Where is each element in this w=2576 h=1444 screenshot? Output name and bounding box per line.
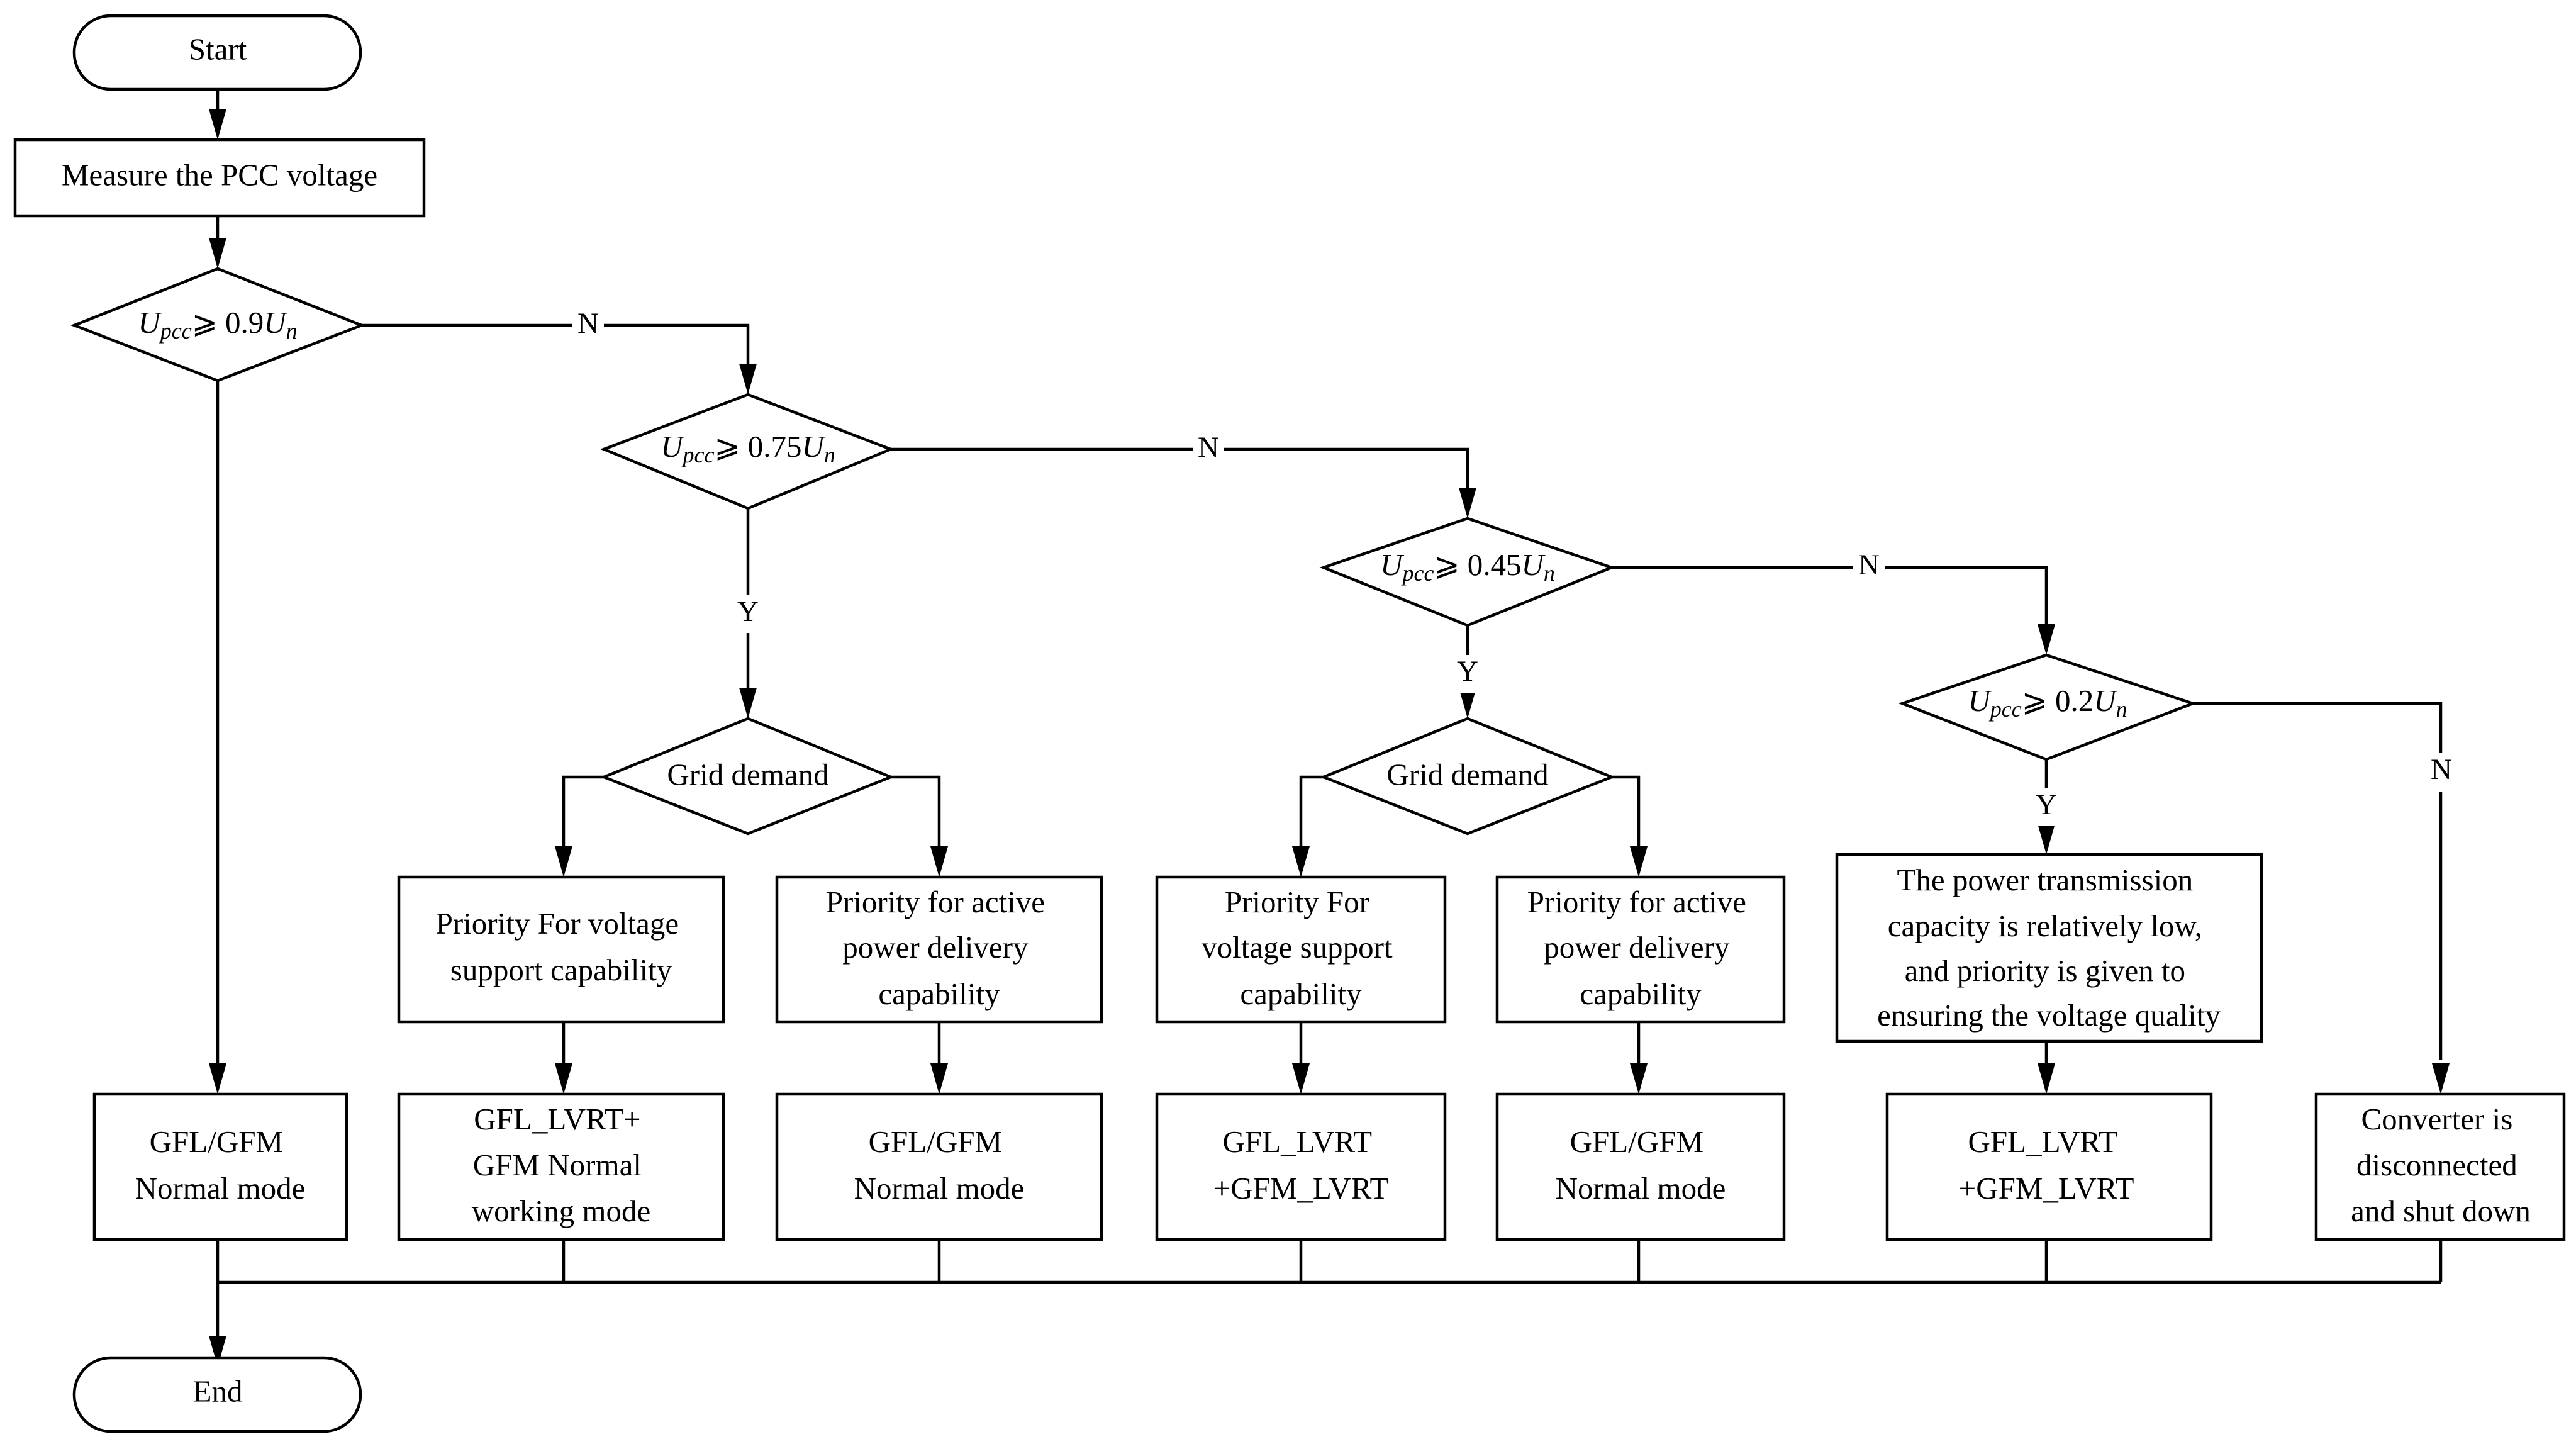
condition-0-9-label: Upcc⩾ 0.9Un <box>138 305 297 344</box>
mode-4-line-1: GFL_LVRT <box>1223 1124 1373 1159</box>
priority-active-power-box-1: Priority for active power delivery capab… <box>775 875 1103 1024</box>
decision-voltage-0-9: Upcc⩾ 0.9Un <box>70 267 366 383</box>
branch-y-3: Y <box>1457 655 1478 688</box>
priority-1-line-2: support capability <box>450 953 672 987</box>
priority-2-line-1: Priority for active <box>826 885 1045 919</box>
svg-text:GFL/GFM Normal mode: GFL/GFM Normal mode <box>1556 1124 1726 1206</box>
measure-process-box: Measure the PCC voltage <box>13 138 426 218</box>
mode-2-line-2: GFM Normal <box>473 1148 642 1182</box>
mode-6-line-1: GFL_LVRT <box>1968 1124 2118 1159</box>
priority-2-line-3: capability <box>878 977 1000 1011</box>
svg-text:GFL_LVRT +GFM_LVRT: GFL_LVRT +GFM_LVRT <box>1959 1124 2134 1206</box>
decision-grid-demand-1: Grid demand <box>599 717 895 836</box>
arrowheads <box>209 109 2450 1367</box>
mode-1-line-2: Normal mode <box>135 1171 306 1206</box>
mode-5-line-1: GFL/GFM <box>1570 1124 1703 1159</box>
measure-label: Measure the PCC voltage <box>62 157 377 192</box>
mode-4-line-2: +GFM_LVRT <box>1213 1171 1389 1206</box>
mode-box-lvrt-2: GFL_LVRT +GFM_LVRT <box>1885 1092 2213 1241</box>
mode-6-line-2: +GFM_LVRT <box>1959 1171 2134 1206</box>
end-label: End <box>193 1374 243 1408</box>
priority-5-line-1: The power transmission <box>1897 863 2193 897</box>
mode-3-line-1: GFL/GFM <box>869 1124 1002 1159</box>
mode-1-line-1: GFL/GFM <box>150 1124 283 1159</box>
mode-box-lvrt-1: GFL_LVRT +GFM_LVRT <box>1155 1092 1447 1241</box>
condition-0-75-label: Upcc⩾ 0.75Un <box>661 429 835 467</box>
decision-voltage-0-45: Upcc⩾ 0.45Un <box>1319 517 1616 627</box>
priority-5-line-2: capacity is relatively low, <box>1888 909 2202 943</box>
priority-5-line-3: and priority is given to <box>1905 953 2185 988</box>
decision-voltage-0-75: Upcc⩾ 0.75Un <box>599 393 895 510</box>
priority-5-line-4: ensuring the voltage quality <box>1877 998 2221 1033</box>
mode-7-line-2: disconnected <box>2356 1148 2517 1182</box>
priority-4-line-2: power delivery <box>1544 930 1730 965</box>
svg-text:Priority for active powe: Priority for active power delivery capab… <box>1527 885 1754 1011</box>
svg-text:Converter is disconnecte: Converter is disconnected and shut down <box>2351 1102 2531 1228</box>
mode-box-disconnect: Converter is disconnected and shut down <box>2314 1092 2566 1241</box>
branch-n-1: N <box>577 307 599 340</box>
decision-grid-demand-2: Grid demand <box>1319 717 1616 836</box>
grid-demand-1-label: Grid demand <box>667 757 828 792</box>
mode-2-line-3: working mode <box>472 1194 650 1228</box>
grid-demand-2-label: Grid demand <box>1386 757 1548 792</box>
priority-4-line-1: Priority for active <box>1527 885 1746 919</box>
priority-active-power-box-2: Priority for active power delivery capab… <box>1495 875 1786 1024</box>
branch-y-4: Y <box>2036 788 2057 821</box>
svg-text:Priority for active powe: Priority for active power delivery capab… <box>826 885 1053 1011</box>
branch-y-2: Y <box>737 595 759 628</box>
svg-text:Priority For voltage sup: Priority For voltage support capability <box>436 906 687 987</box>
svg-text:Priority For voltage sup: Priority For voltage support capability <box>1202 885 1400 1011</box>
end-terminal: End <box>72 1356 362 1433</box>
branch-n-2: N <box>1198 431 1219 464</box>
branch-labels: N N N N Y Y Y <box>572 307 2457 826</box>
condition-0-45-label: Upcc⩾ 0.45Un <box>1380 547 1555 586</box>
svg-text:The power transmission c: The power transmission capacity is relat… <box>1877 863 2221 1033</box>
priority-voltage-support-box-2: Priority For voltage support capability <box>1155 875 1447 1024</box>
branch-n-3: N <box>1858 549 1880 581</box>
mode-7-line-1: Converter is <box>2361 1102 2512 1136</box>
mode-box-normal-3: GFL/GFM Normal mode <box>1495 1092 1786 1241</box>
svg-text:GFL/GFM Normal mode: GFL/GFM Normal mode <box>854 1124 1025 1206</box>
priority-4-line-3: capability <box>1580 977 1702 1011</box>
condition-0-2-label: Upcc⩾ 0.2Un <box>1968 683 2127 722</box>
priority-2-line-2: power delivery <box>842 930 1029 965</box>
decision-voltage-0-2: Upcc⩾ 0.2Un <box>1898 653 2197 761</box>
mode-7-line-3: and shut down <box>2351 1194 2531 1228</box>
connectors <box>216 89 2443 1353</box>
priority-voltage-support-box-1: Priority For voltage support capability <box>397 875 725 1024</box>
svg-text:GFL/GFM Normal mode: GFL/GFM Normal mode <box>135 1124 306 1206</box>
priority-3-line-3: capability <box>1240 977 1362 1011</box>
mode-box-lvrt-gfm-normal: GFL_LVRT+ GFM Normal working mode <box>397 1092 725 1241</box>
branch-n-4: N <box>2431 753 2452 786</box>
mode-2-line-1: GFL_LVRT+ <box>474 1102 640 1136</box>
priority-1-line-1: Priority For voltage <box>436 906 679 941</box>
start-terminal: Start <box>72 14 362 91</box>
mode-3-line-2: Normal mode <box>854 1171 1025 1206</box>
start-label: Start <box>189 31 247 66</box>
svg-text:GFL_LVRT +GFM_LVRT: GFL_LVRT +GFM_LVRT <box>1213 1124 1389 1206</box>
priority-3-line-1: Priority For <box>1225 885 1369 919</box>
mode-box-normal-2: GFL/GFM Normal mode <box>775 1092 1103 1241</box>
priority-3-line-2: voltage support <box>1202 930 1393 965</box>
priority-voltage-quality-box: The power transmission capacity is relat… <box>1835 853 2263 1043</box>
mode-5-line-2: Normal mode <box>1556 1171 1726 1206</box>
svg-text:GFL_LVRT+ GFM Normal: GFL_LVRT+ GFM Normal working mode <box>472 1102 650 1228</box>
mode-box-normal-1: GFL/GFM Normal mode <box>92 1092 348 1241</box>
